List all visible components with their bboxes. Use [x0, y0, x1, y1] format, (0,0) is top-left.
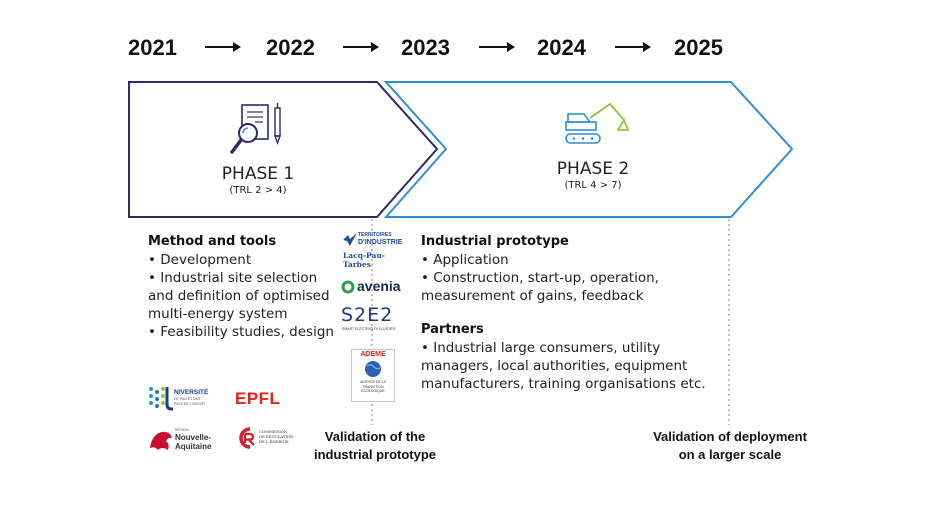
s2e2-text: S2E2 [341, 304, 394, 326]
region-small-text: RÉGION [175, 428, 189, 432]
partners-title: Partners [421, 322, 484, 337]
cre-text: COMMISSION DE RÉGULATION DE L'ÉNERGIE [259, 429, 293, 444]
avenia-logo: avenia [341, 278, 411, 297]
timeline-arrow-icon [479, 42, 515, 52]
timeline-arrow-icon [205, 42, 241, 52]
phase-1-chevron [128, 81, 439, 218]
year-2023: 2023 [401, 35, 450, 60]
timeline-arrow-icon [343, 42, 379, 52]
ademe-sub-line: TRANSITION [362, 384, 384, 389]
validation-deployment-label: Validation of deployment on a larger sca… [630, 428, 830, 464]
nouvelle-aquitaine-logo: RÉGION Nouvelle- Aquitaine [148, 426, 230, 456]
method-line: multi-energy system [148, 306, 288, 322]
partners-line: • Industrial large consumers, utility [421, 340, 661, 356]
ademe-sub-line: ÉCOLOGIQUE [361, 389, 385, 393]
validation-line: Validation of deployment [653, 429, 807, 444]
ademe-logo: ADEME AGENCE DE LA TRANSITION ÉCOLOGIQUE [351, 349, 395, 402]
validation-line: Validation of the [324, 429, 426, 444]
cre-line: DE RÉGULATION [259, 434, 294, 439]
upp-logo: NIVERSITÉ DE PAU ET DES PAYS DE L'ADOUR [148, 384, 226, 414]
territoires-line-2: D'INDUSTRIE [358, 239, 403, 246]
region-name-line: Aquitaine [175, 442, 212, 451]
document-magnifier-pen-icon [230, 103, 281, 154]
prototype-line: • Application [421, 252, 509, 268]
validation-prototype-label: Validation of the industrial prototype [300, 428, 450, 464]
method-line: • Development [148, 252, 252, 268]
partners-line: managers, local authorities, equipment [421, 358, 688, 374]
territoires-line-1: TERRITOIRES [358, 232, 392, 238]
region-name: Nouvelle- Aquitaine [175, 433, 211, 451]
cre-mark-icon [239, 427, 255, 449]
territoires-industrie-logo: TERRITOIRES D'INDUSTRIE Lacq-Pau-Tarbes [339, 230, 409, 269]
excavator-icon [565, 102, 630, 144]
method-title: Method and tools [148, 234, 277, 249]
cre-line: DE L'ÉNERGIE [259, 439, 289, 444]
s2e2-logo: S2E2 SMART ELECTRICITY CLUSTER [341, 304, 411, 335]
method-line: • Feasibility studies, design [148, 324, 334, 340]
upp-sub-line: PAYS DE L'ADOUR [174, 401, 205, 406]
year-2022: 2022 [266, 35, 315, 60]
phase-1-trl: (TRL 2 > 4) [229, 185, 287, 196]
prototype-line: measurement of gains, feedback [421, 288, 644, 304]
earth-icon [365, 361, 381, 377]
phase-2-title: PHASE 2 [556, 159, 630, 179]
avenia-text: avenia [357, 278, 401, 294]
year-2024: 2024 [537, 35, 586, 60]
validation-line: on a larger scale [678, 447, 782, 462]
partners-list: • Industrial large consumers, utility ma… [421, 339, 706, 393]
upp-text: NIVERSITÉ [174, 389, 209, 396]
prototype-list: • Application • Construction, start-up, … [421, 251, 659, 305]
lion-icon [150, 431, 172, 450]
cre-logo: COMMISSION DE RÉGULATION DE L'ÉNERGIE [234, 424, 314, 454]
method-line: and definition of optimised [148, 288, 330, 304]
bird-icon [343, 233, 357, 246]
validation-line: industrial prototype [313, 447, 437, 462]
region-name-line: Nouvelle- [175, 433, 212, 442]
method-list: • Development • Industrial site selectio… [148, 251, 334, 341]
year-2025: 2025 [674, 35, 723, 60]
epfl-logo: EPFL [235, 389, 281, 408]
territoires-line-3: Lacq-Pau-Tarbes [343, 251, 385, 269]
partners-line: manufacturers, training organisations et… [421, 376, 706, 392]
phase-2-chevron [383, 81, 794, 218]
prototype-line: • Construction, start-up, operation, [421, 270, 659, 286]
cre-line: COMMISSION [259, 429, 288, 434]
avenia-mark-icon [341, 280, 355, 294]
upp-subtitle: DE PAU ET DES PAYS DE L'ADOUR [174, 397, 205, 406]
ademe-sub-line: AGENCE DE LA [360, 380, 386, 384]
ademe-text: ADEME [360, 351, 386, 358]
timeline-arrow-icon [615, 42, 651, 52]
upp-sub-line: DE PAU ET DES [174, 397, 201, 401]
method-line: • Industrial site selection [148, 270, 318, 286]
s2e2-subtitle: SMART ELECTRICITY CLUSTER [342, 327, 396, 331]
prototype-title: Industrial prototype [421, 234, 569, 249]
upp-dots-icon [149, 387, 173, 411]
year-2021: 2021 [128, 35, 177, 60]
ademe-subtitle: AGENCE DE LA TRANSITION ÉCOLOGIQUE [352, 380, 394, 394]
phase-1-title: PHASE 1 [221, 164, 295, 184]
phase-2-trl: (TRL 4 > 7) [564, 180, 622, 191]
